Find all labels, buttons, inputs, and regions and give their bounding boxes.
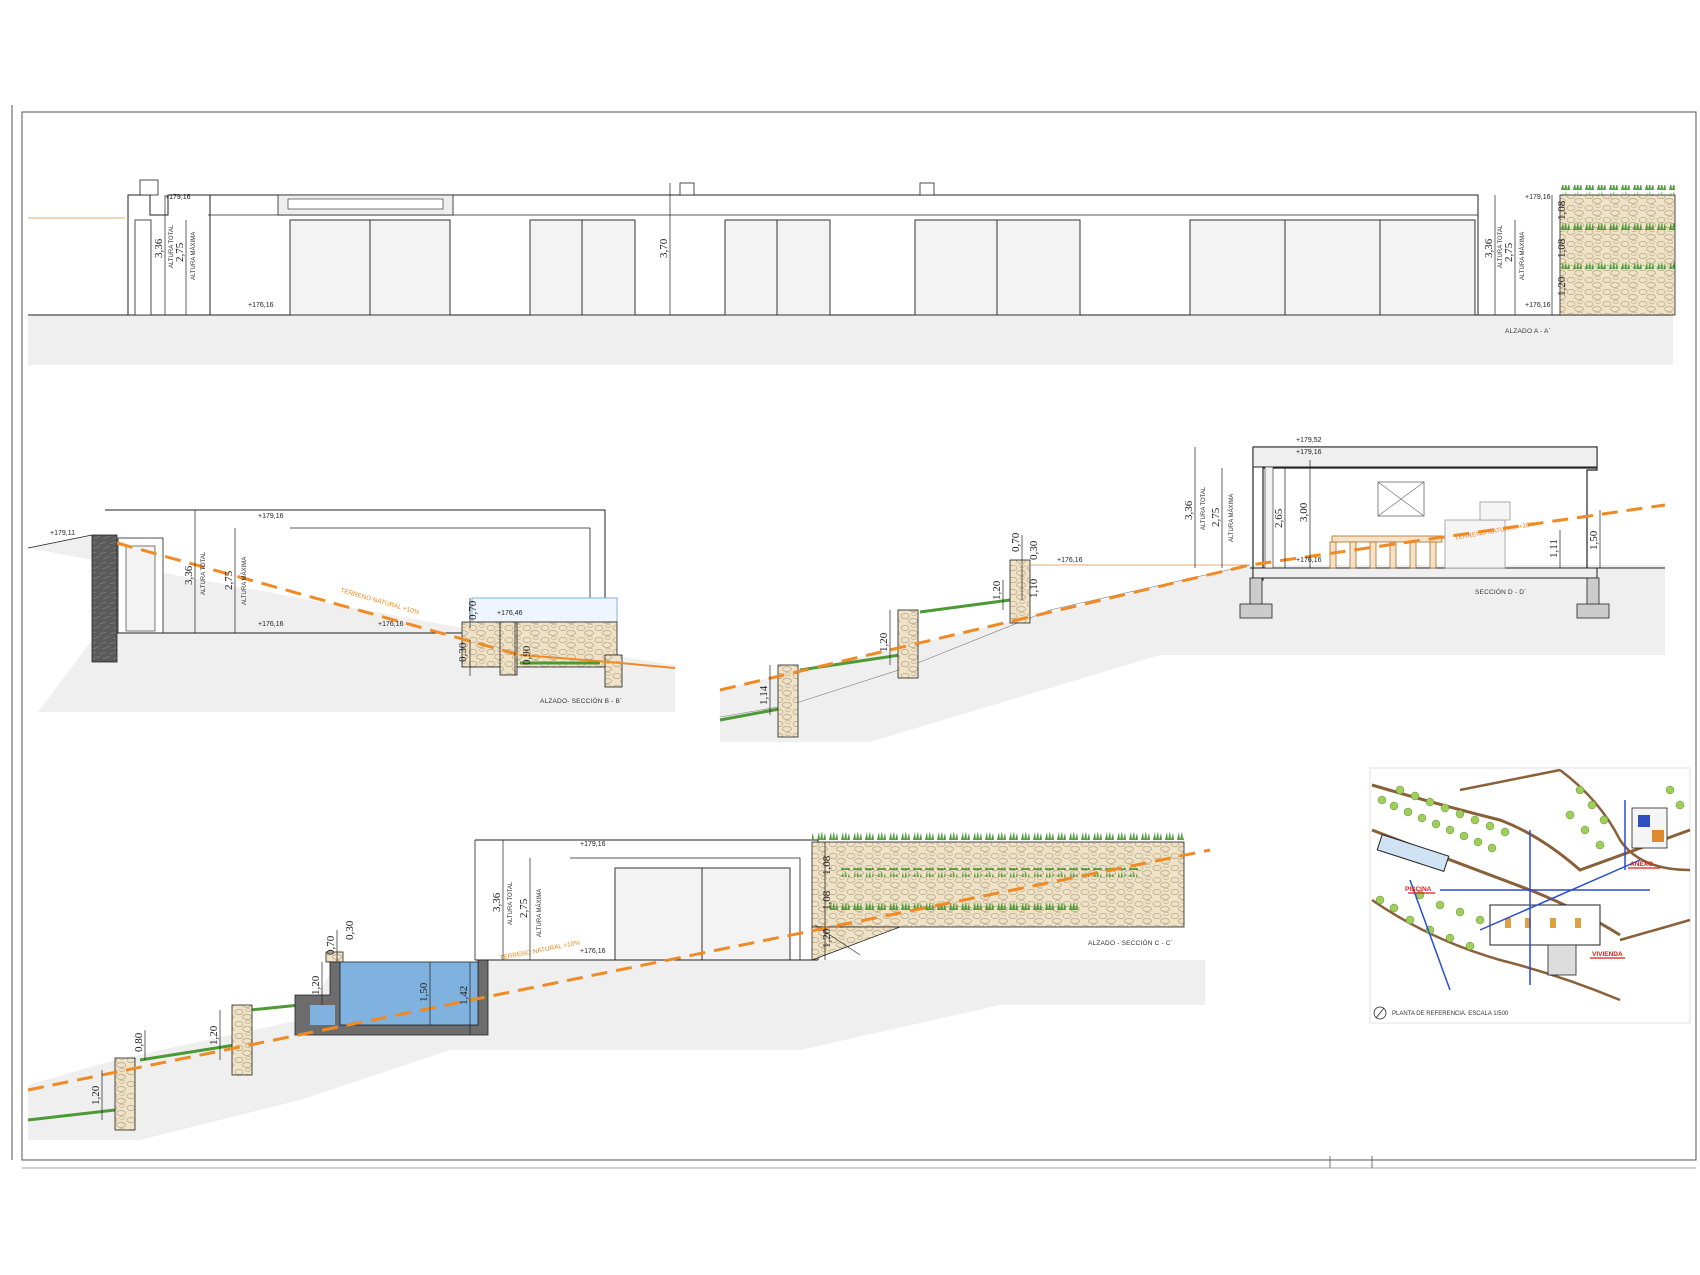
terrace-wall xyxy=(811,832,1185,961)
height-label: ALTURA TOTAL xyxy=(508,881,514,925)
window-bay xyxy=(529,219,636,316)
plan-pool xyxy=(1376,833,1450,873)
dim-label: 2,75 xyxy=(223,570,235,590)
height-label: ALTURA MÁXIMA xyxy=(1228,494,1235,542)
dim-label: 2,65 xyxy=(1273,508,1285,528)
dim-label: 3,36 xyxy=(183,565,195,585)
dim-label: 2,75 xyxy=(1210,507,1222,527)
dim-label: 1,50 xyxy=(418,982,430,1002)
dim-label: 2,75 xyxy=(1503,242,1515,262)
level-label: +176,16 xyxy=(258,621,284,628)
terrain-label: TERRENO NATURAL +10% xyxy=(499,939,581,962)
dim-label: 0,90 xyxy=(521,645,533,665)
level-label: +176,16 xyxy=(1057,557,1083,564)
dim-label: 0,70 xyxy=(325,935,337,955)
dim-label: 1,20 xyxy=(310,975,322,995)
level-label: +176,16 xyxy=(248,302,274,309)
dim-label: 0,70 xyxy=(1010,532,1022,552)
drawing-caption: ALZADO - SECCIÓN C - C´ xyxy=(1088,938,1173,947)
dim-label: 3,36 xyxy=(153,238,165,258)
dim-label: 3,70 xyxy=(658,238,670,258)
dim-label: 1,20 xyxy=(991,580,1003,600)
dim-label: 1,08 xyxy=(821,855,833,875)
height-label: ALTURA TOTAL xyxy=(201,551,207,595)
dim-label: 0,30 xyxy=(457,642,469,662)
level-label: +176,16 xyxy=(378,621,404,628)
height-label: ALTURA TOTAL xyxy=(169,224,175,268)
dim-label: 1,20 xyxy=(821,928,833,948)
dim-label: 3,36 xyxy=(1183,500,1195,520)
dim-label: 1,20 xyxy=(878,632,890,652)
ground-strip xyxy=(28,315,1673,365)
dim-label: 1,20 xyxy=(1556,276,1568,296)
height-label: ALTURA MÁXIMA xyxy=(1519,232,1526,280)
plan-caption: PLANTA DE REFERENCIA. ESCALA 1/500 xyxy=(1392,1011,1509,1017)
dim-label: 1,20 xyxy=(208,1025,220,1045)
level-label: +179,16 xyxy=(258,513,284,520)
level-label: +179,16 xyxy=(580,841,606,848)
section-d: TERRENO NATURAL +10% 3,36 2,75 ALTURA TO… xyxy=(719,437,1666,742)
dim-label: 0,70 xyxy=(467,600,479,620)
drawing-caption: SECCIÓN D - D´ xyxy=(1475,587,1527,596)
reference-plan: PISCINA VIVIENDA ANEXO PLANTA DE REFEREN… xyxy=(1369,767,1691,1024)
level-label: +176,16 xyxy=(1525,302,1551,309)
dim-label: 2,75 xyxy=(518,898,530,918)
dim-label: 1,08 xyxy=(821,890,833,910)
dim-label: 1,42 xyxy=(458,986,470,1005)
dim-label: 1,10 xyxy=(1028,578,1040,598)
plan-label: PISCINA xyxy=(1405,886,1432,893)
window-bay xyxy=(1189,219,1476,316)
level-label: +179,11 xyxy=(50,530,75,537)
dim-label: 1,08 xyxy=(1556,238,1568,258)
sheet-frame xyxy=(11,105,1697,1169)
pool-water xyxy=(339,961,479,1026)
dim-label: 1,08 xyxy=(1556,200,1568,220)
plan-label: ANEXO xyxy=(1630,861,1653,868)
drawing-caption: ALZADO A - A´ xyxy=(1505,328,1551,335)
level-label: +179,16 xyxy=(1525,194,1551,201)
drawing-caption: ALZADO- SECCIÓN B - B´ xyxy=(540,696,622,705)
level-label: +176,16 xyxy=(580,948,606,955)
dim-label: 1,14 xyxy=(758,685,770,705)
dim-label: 3,36 xyxy=(1483,238,1495,258)
window-bay xyxy=(289,219,451,316)
height-label: ALTURA TOTAL xyxy=(1498,224,1504,268)
level-label: +179,52 xyxy=(1296,437,1322,444)
plan-label: VIVIENDA xyxy=(1592,951,1623,958)
level-label: +179,16 xyxy=(1296,449,1322,456)
section-c: TERRENO NATURAL +10% 3,36 2,75 ALTURA TO… xyxy=(27,832,1211,1140)
terrace-wall xyxy=(1559,185,1676,316)
level-label: +176,16 xyxy=(1296,557,1322,564)
section-b: TERRENO NATURAL +10% 3,36 2,75 ALTURA TO… xyxy=(27,509,676,712)
dim-label: 1,20 xyxy=(90,1085,102,1105)
height-label: ALTURA MÁXIMA xyxy=(241,557,248,605)
height-label: ALTURA MÁXIMA xyxy=(536,889,543,937)
height-label: ALTURA TOTAL xyxy=(1201,486,1207,530)
elevation-a: 3,36 2,75 ALTURA TOTAL ALTURA MÁXIMA 3,7… xyxy=(28,179,1676,365)
dim-label: 0,30 xyxy=(344,920,356,940)
level-label: +176,46 xyxy=(497,610,523,617)
dim-label: 1,50 xyxy=(1588,530,1600,550)
dim-label: 3,36 xyxy=(491,892,503,912)
window-bay xyxy=(724,219,831,316)
dim-label: 0,30 xyxy=(1028,540,1040,560)
level-label: +179,16 xyxy=(165,194,191,201)
height-label: ALTURA MÁXIMA xyxy=(190,232,197,280)
dim-label: 2,75 xyxy=(174,242,186,262)
dim-label: 3,00 xyxy=(1298,502,1310,522)
window-bay xyxy=(914,219,1081,316)
dim-label: 1,11 xyxy=(1548,539,1560,558)
dim-label: 0,80 xyxy=(133,1032,145,1052)
